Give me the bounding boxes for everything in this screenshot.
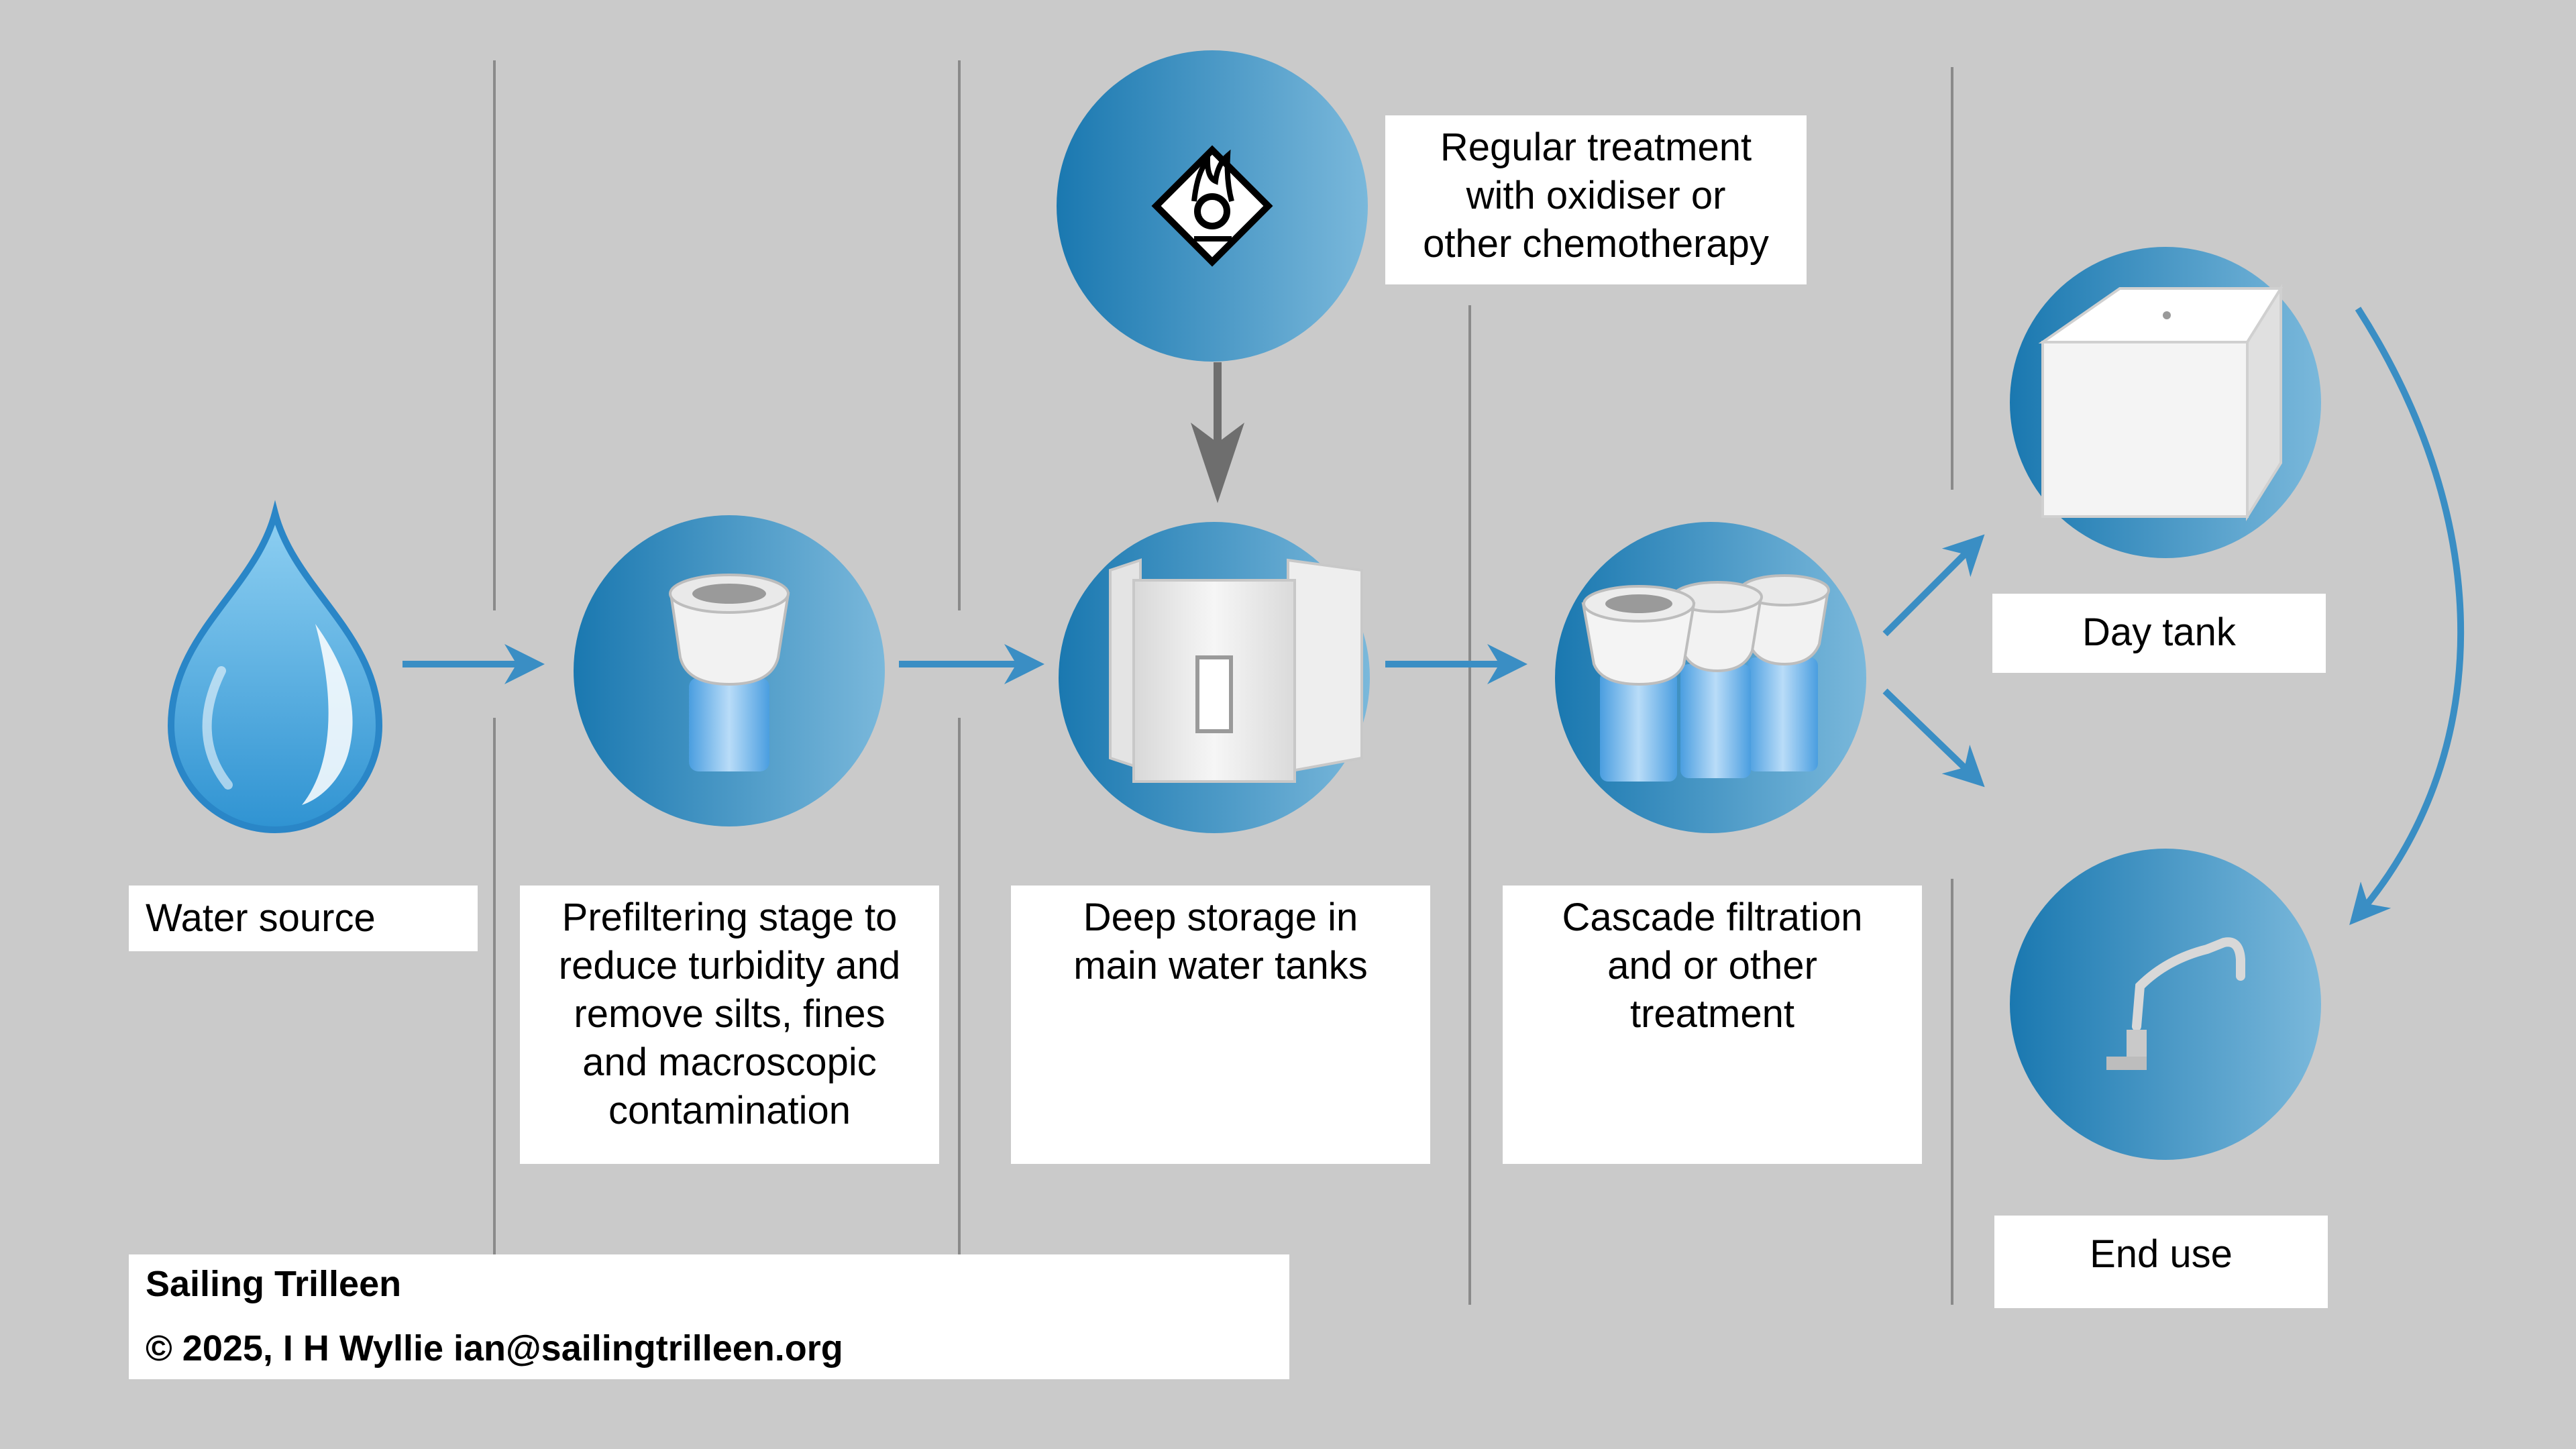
- oxidiser-hazard-icon: [1151, 145, 1273, 267]
- prefilter-label-line: reduce turbidity and: [558, 944, 901, 987]
- single-filter-cartridge-icon: [669, 574, 790, 771]
- end-use-label: End use: [2090, 1232, 2233, 1276]
- credit-title: Sailing Trilleen: [146, 1264, 402, 1304]
- treatment-label-line: with oxidiser or: [1466, 174, 1726, 217]
- treatment-label-line: other chemotherapy: [1423, 222, 1769, 266]
- prefilter-label-line: Prefiltering stage to: [561, 896, 898, 939]
- prefilter-circle: [574, 515, 885, 826]
- arrow-cascade-to-enduse: [1882, 688, 1985, 788]
- arrow-cascade-to-daytank: [1882, 534, 1985, 637]
- end-use-circle: [2010, 849, 2321, 1160]
- credit-box: Sailing Trilleen © 2025, I H Wyllie ian@…: [129, 1254, 1289, 1379]
- treatment-arrow: [1191, 362, 1244, 503]
- day-tank-label: Day tank: [2082, 610, 2236, 654]
- cascade-label-line: Cascade filtration: [1562, 896, 1863, 939]
- water-drop-icon: [167, 500, 383, 833]
- prefilter-label-line: and macroscopic: [582, 1040, 877, 1084]
- cascade-label-box: Cascade filtration and or other treatmen…: [1503, 885, 1922, 1164]
- water-tank-icon: [1109, 558, 1363, 783]
- credit-copyright: © 2025, I H Wyllie ian@sailingtrilleen.o…: [146, 1328, 843, 1368]
- day-tank-circle: [2010, 247, 2321, 558]
- water-source-label: Water source: [146, 896, 376, 940]
- storage-label-box: Deep storage in main water tanks: [1011, 885, 1430, 1164]
- cascade-label-line: treatment: [1630, 992, 1794, 1036]
- storage-circle: [1059, 522, 1370, 833]
- triple-filter-cartridge-icon: [1581, 574, 1830, 782]
- flow-arrows: [402, 307, 2465, 926]
- cascade-label-line: and or other: [1607, 944, 1817, 987]
- prefilter-label-line: remove silts, fines: [574, 992, 885, 1036]
- treatment-circle: [1057, 50, 1368, 362]
- water-source-label-box: Water source: [129, 885, 478, 951]
- arrow-daytank-to-enduse: [2349, 307, 2465, 926]
- prefilter-label-line: contamination: [608, 1089, 851, 1132]
- faucet-icon: [2106, 937, 2245, 1070]
- storage-label-line: main water tanks: [1073, 944, 1368, 987]
- treatment-label-box: Regular treatment with oxidiser or other…: [1385, 115, 1807, 284]
- storage-label-line: Deep storage in: [1083, 896, 1358, 939]
- end-use-label-box: End use: [1994, 1216, 2328, 1308]
- treatment-label-line: Regular treatment: [1440, 125, 1752, 169]
- prefilter-label-box: Prefiltering stage to reduce turbidity a…: [520, 885, 939, 1164]
- day-tank-cube-icon: [2038, 284, 2284, 521]
- stage-dividers: [493, 60, 1953, 1305]
- day-tank-label-box: Day tank: [1992, 594, 2326, 673]
- cascade-circle: [1555, 522, 1866, 833]
